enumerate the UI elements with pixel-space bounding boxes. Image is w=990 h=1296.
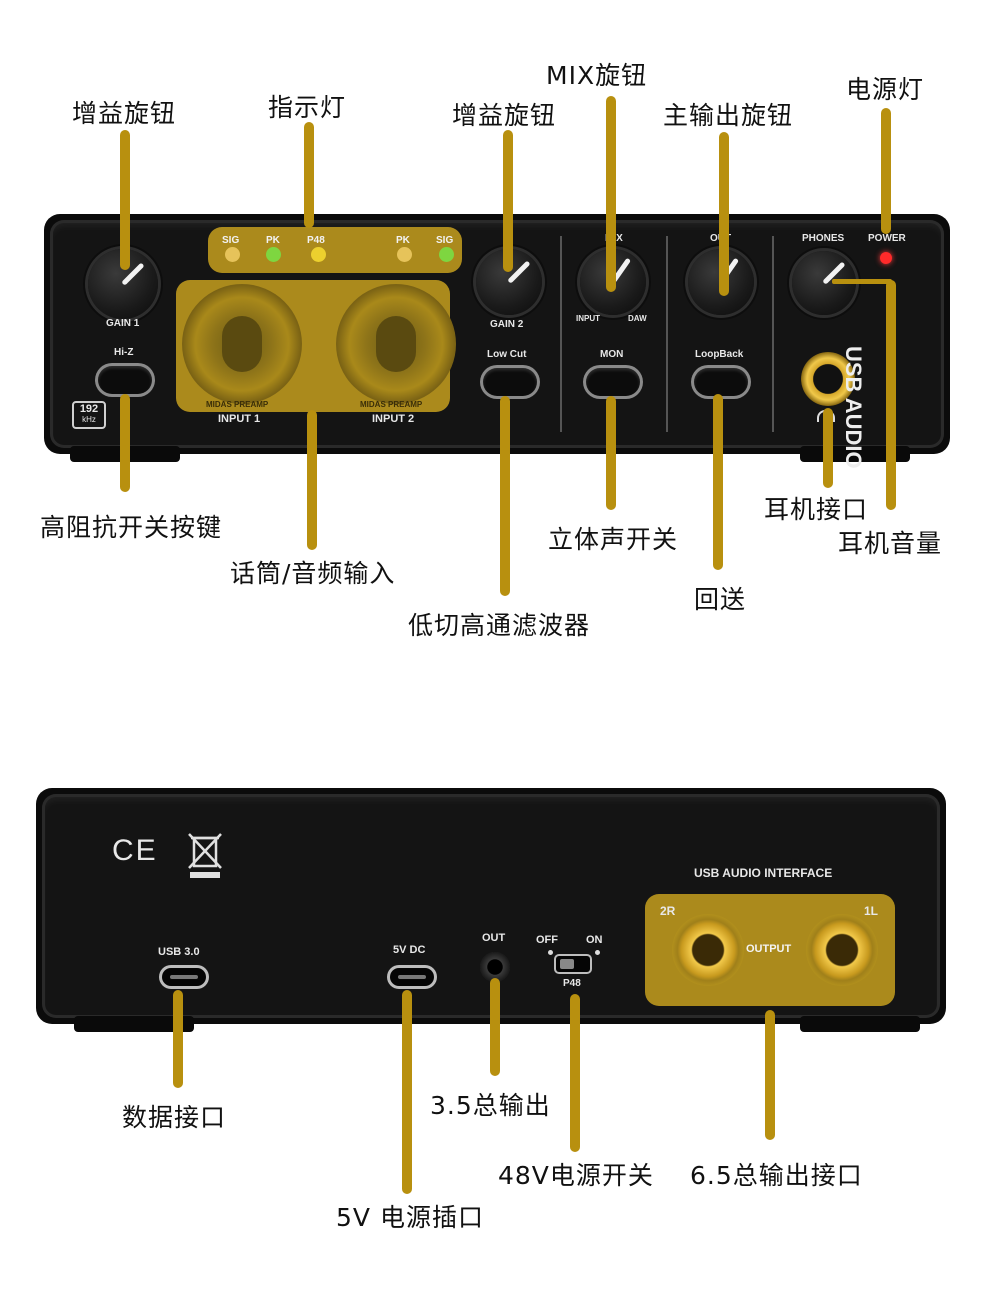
power-label: POWER <box>868 233 906 244</box>
callout-indicator: 指示灯 <box>268 93 347 122</box>
led-label-p48: P48 <box>307 235 325 246</box>
callout-loopback: 回送 <box>694 585 747 614</box>
loopback-button[interactable] <box>694 368 748 396</box>
sig-led-left <box>225 247 240 262</box>
usb-label: USB 3.0 <box>158 946 200 958</box>
out35-label: OUT <box>482 932 506 944</box>
gain1-label: GAIN 1 <box>106 318 140 329</box>
p48-led <box>311 247 326 262</box>
callout-dc-in: 5V 电源插口 <box>336 1203 484 1232</box>
dc-label: 5V DC <box>393 944 426 956</box>
callout-out-35: 3.5总输出 <box>430 1091 551 1120</box>
mon-label: MON <box>600 349 624 360</box>
sample-rate-badge: 192 kHz <box>72 401 106 429</box>
power-led <box>880 252 892 264</box>
p48-switch-label: P48 <box>563 978 581 989</box>
out-35mm-jack[interactable] <box>480 952 510 982</box>
led-label-sig-left: SIG <box>222 235 240 246</box>
callout-low-cut: 低切高通滤波器 <box>408 611 591 640</box>
input2-combo-jack[interactable] <box>336 284 456 404</box>
interface-label: USB AUDIO INTERFACE <box>694 866 833 880</box>
hiz-button[interactable] <box>98 366 152 394</box>
callout-headphone-jack: 耳机接口 <box>764 495 869 524</box>
output-label: OUTPUT <box>746 943 792 955</box>
usb-c-port[interactable] <box>162 968 206 986</box>
callout-gain1-knob: 增益旋钮 <box>72 99 177 128</box>
callout-out-65: 6.5总输出接口 <box>690 1161 863 1190</box>
p48-switch[interactable] <box>556 956 590 972</box>
callout-mic-input: 话筒/音频输入 <box>230 559 396 588</box>
preamp1-label: MIDAS PREAMP <box>206 400 269 409</box>
phones-volume-bracket <box>832 279 892 284</box>
sig-led-right <box>439 247 454 262</box>
phones-label: PHONES <box>802 233 845 244</box>
pk-led-right <box>397 247 412 262</box>
mix-input-label: INPUT <box>576 314 600 323</box>
callout-gain2-knob: 增益旋钮 <box>452 101 557 130</box>
p48-off-label: OFF <box>536 934 558 946</box>
hiz-label: Hi-Z <box>114 347 134 358</box>
brand-vertical: USB AUDIO <box>841 346 866 469</box>
gain2-label: GAIN 2 <box>490 319 524 330</box>
output-2r-jack[interactable] <box>672 914 744 986</box>
mix-daw-label: DAW <box>628 314 647 323</box>
headphone-jack[interactable] <box>801 352 855 406</box>
led-label-pk-left: PK <box>266 235 280 246</box>
mon-button[interactable] <box>586 368 640 396</box>
callout-usb-port: 数据接口 <box>122 1103 227 1132</box>
led-label-pk-right: PK <box>396 235 410 246</box>
input2-label: INPUT 2 <box>372 413 415 425</box>
preamp2-label: MIDAS PREAMP <box>360 400 423 409</box>
callout-mon-switch: 立体声开关 <box>548 525 679 554</box>
weee-bin-icon <box>188 833 222 878</box>
callout-mix-knob: MIX旋钮 <box>546 61 648 90</box>
input1-combo-jack[interactable] <box>182 284 302 404</box>
output-2r-label: 2R <box>660 904 676 918</box>
led-label-sig-right: SIG <box>436 235 454 246</box>
callout-power-light: 电源灯 <box>846 75 925 104</box>
indicator-highlight <box>208 227 462 273</box>
input1-label: INPUT 1 <box>218 413 261 425</box>
dc-power-port[interactable] <box>390 968 434 986</box>
callout-hiz-switch: 高阻抗开关按键 <box>40 513 223 542</box>
lowcut-button[interactable] <box>483 368 537 396</box>
callout-main-out-knob: 主输出旋钮 <box>663 101 794 130</box>
lowcut-label: Low Cut <box>487 349 527 360</box>
callout-headphone-volume: 耳机音量 <box>838 529 943 558</box>
ce-mark: CE <box>112 834 158 867</box>
callout-p48-switch: 48V电源开关 <box>498 1161 654 1190</box>
p48-on-label: ON <box>586 934 603 946</box>
output-1l-label: 1L <box>864 904 879 918</box>
pk-led-left <box>266 247 281 262</box>
loopback-label: LoopBack <box>695 349 744 360</box>
output-1l-jack[interactable] <box>806 914 878 986</box>
